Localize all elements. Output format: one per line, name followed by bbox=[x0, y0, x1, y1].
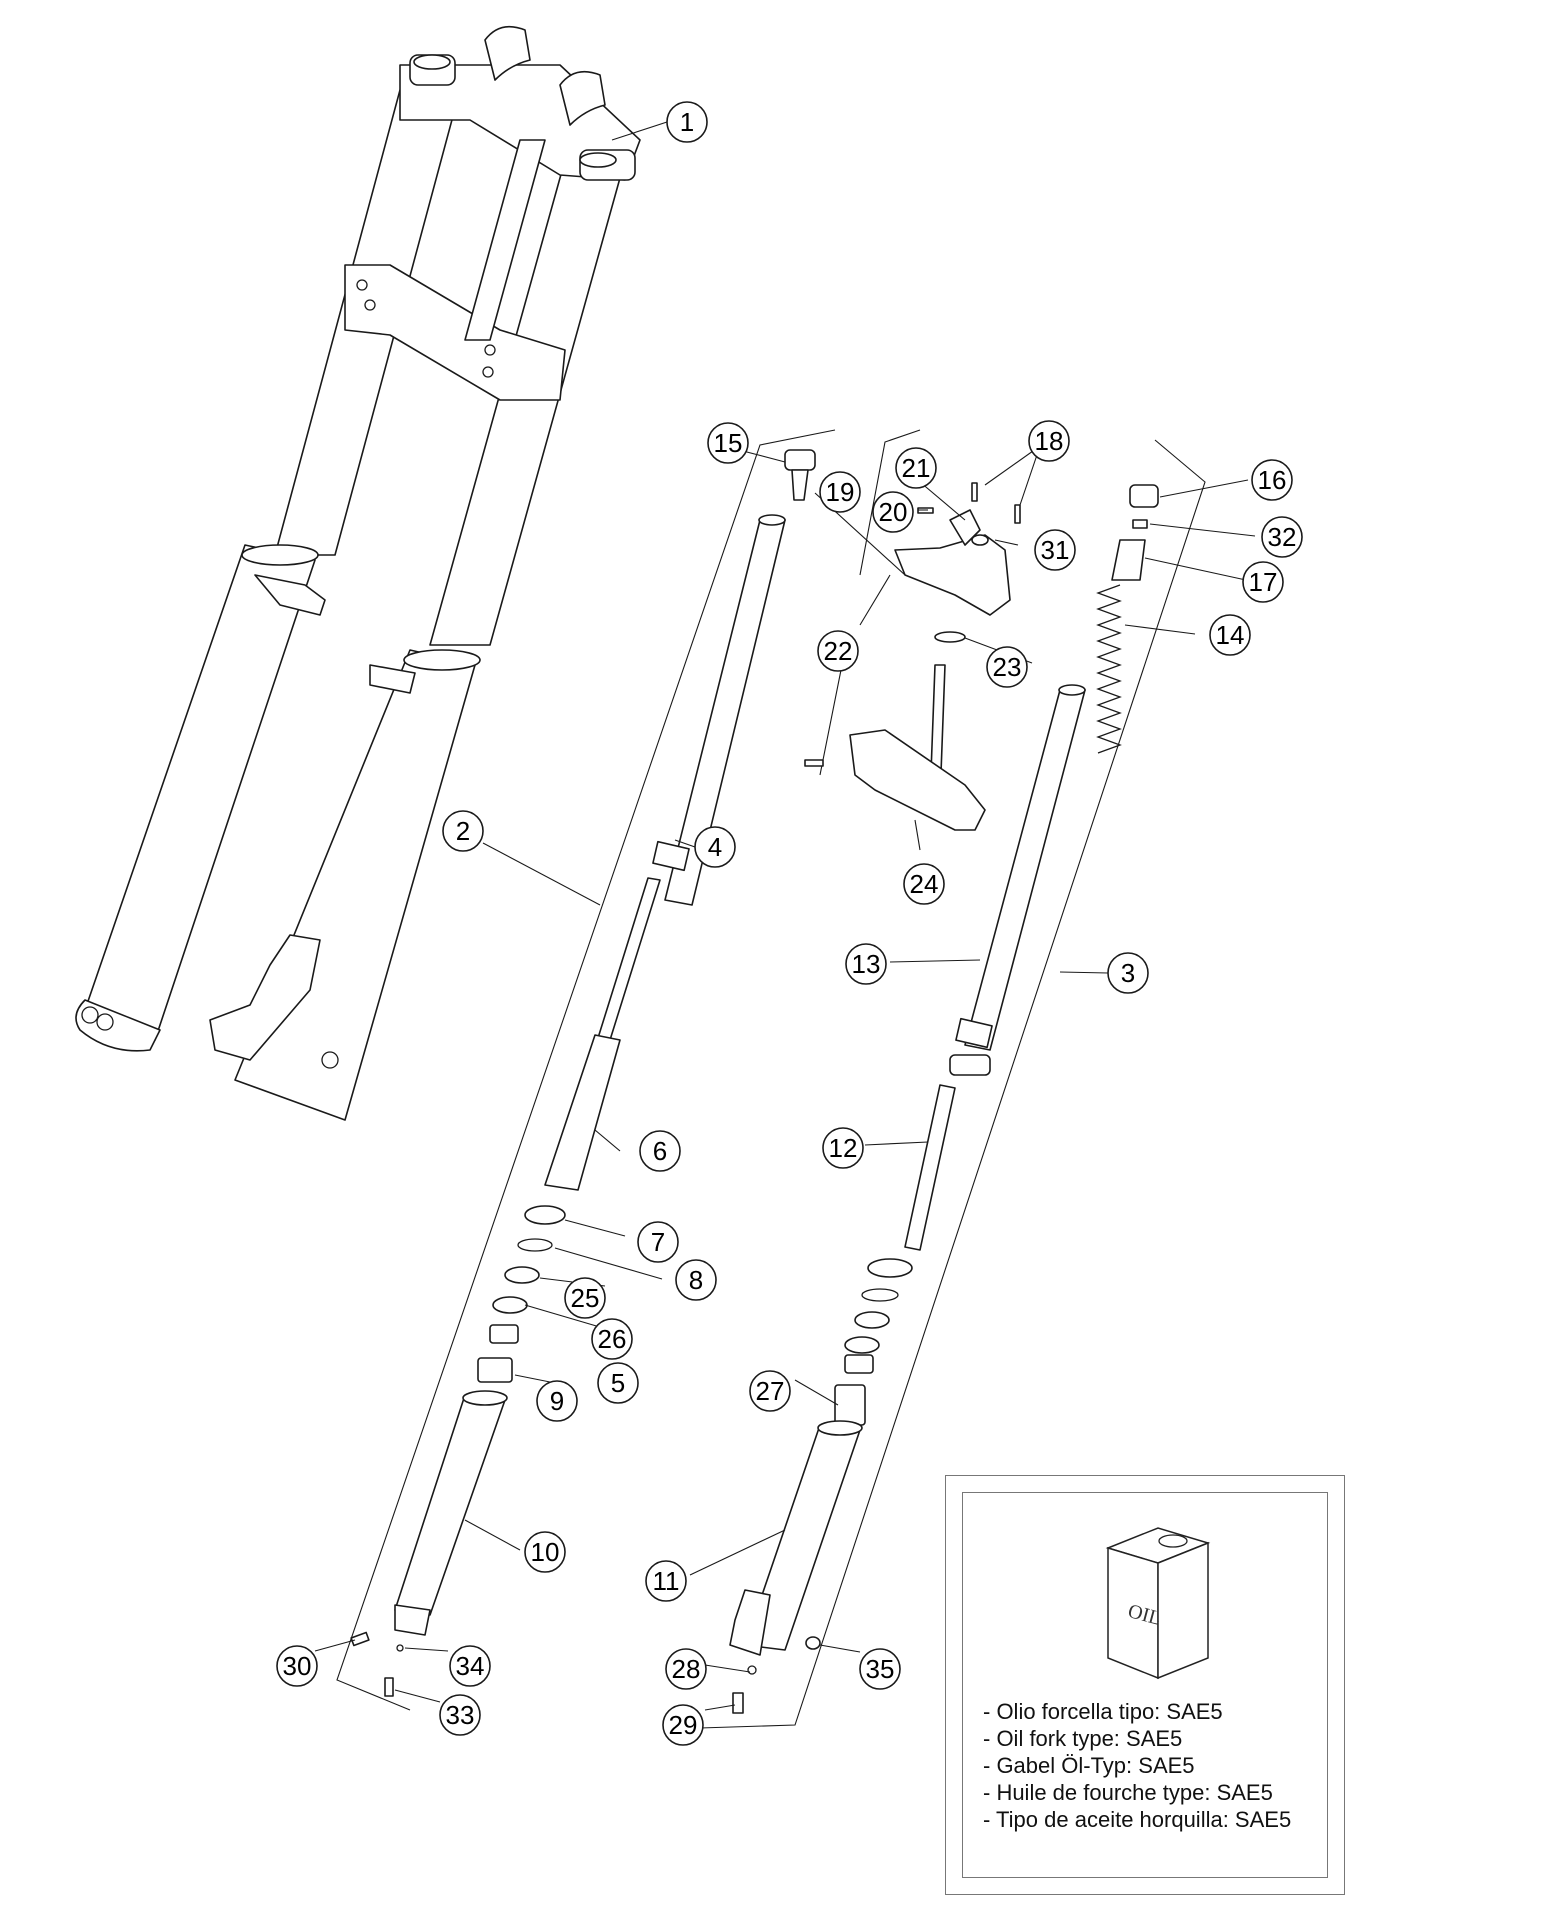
callout-21: 21 bbox=[895, 447, 937, 489]
svg-text:24: 24 bbox=[910, 869, 939, 899]
callout-19: 19 bbox=[819, 471, 861, 513]
callout-2: 2 bbox=[442, 810, 484, 852]
callout-28: 28 bbox=[665, 1648, 707, 1690]
svg-text:16: 16 bbox=[1258, 465, 1287, 495]
oil-type-line-en: - Oil fork type: SAE5 bbox=[983, 1726, 1183, 1751]
svg-text:7: 7 bbox=[651, 1227, 665, 1257]
callout-24: 24 bbox=[903, 863, 945, 905]
svg-text:2: 2 bbox=[456, 816, 470, 846]
svg-text:34: 34 bbox=[456, 1651, 485, 1681]
svg-text:27: 27 bbox=[756, 1376, 785, 1406]
callout-35: 35 bbox=[859, 1648, 901, 1690]
svg-text:33: 33 bbox=[446, 1700, 475, 1730]
svg-text:15: 15 bbox=[714, 428, 743, 458]
oil-spec-inner-frame: OIL - Olio forcella tipo: SAE5 - Oil for… bbox=[962, 1492, 1328, 1878]
svg-text:14: 14 bbox=[1216, 620, 1245, 650]
callout-12: 12 bbox=[822, 1127, 864, 1169]
svg-text:5: 5 bbox=[611, 1368, 625, 1398]
callout-34: 34 bbox=[449, 1645, 491, 1687]
callout-31: 31 bbox=[1034, 529, 1076, 571]
callout-17: 17 bbox=[1242, 561, 1284, 603]
callout-26: 26 bbox=[591, 1318, 633, 1360]
oil-type-line-fr: - Huile de fourche type: SAE5 bbox=[983, 1780, 1273, 1805]
svg-text:8: 8 bbox=[689, 1265, 703, 1295]
svg-text:3: 3 bbox=[1121, 958, 1135, 988]
callout-6: 6 bbox=[639, 1130, 681, 1172]
svg-text:10: 10 bbox=[531, 1537, 560, 1567]
callout-18: 18 bbox=[1028, 420, 1070, 462]
svg-text:32: 32 bbox=[1268, 522, 1297, 552]
callout-16: 16 bbox=[1251, 459, 1293, 501]
svg-text:17: 17 bbox=[1249, 567, 1278, 597]
svg-text:23: 23 bbox=[993, 652, 1022, 682]
callout-15: 15 bbox=[707, 422, 749, 464]
callout-13: 13 bbox=[845, 943, 887, 985]
svg-text:18: 18 bbox=[1035, 426, 1064, 456]
oil-type-line-es: - Tipo de aceite horquilla: SAE5 bbox=[983, 1807, 1292, 1832]
svg-text:6: 6 bbox=[653, 1136, 667, 1166]
callout-11: 11 bbox=[645, 1560, 687, 1602]
oil-type-line-it: - Olio forcella tipo: SAE5 bbox=[983, 1699, 1223, 1724]
oil-type-list: - Olio forcella tipo: SAE5 - Oil fork ty… bbox=[983, 1698, 1291, 1833]
svg-text:12: 12 bbox=[829, 1133, 858, 1163]
svg-text:28: 28 bbox=[672, 1654, 701, 1684]
callout-4: 4 bbox=[694, 826, 736, 868]
svg-text:22: 22 bbox=[824, 636, 853, 666]
callout-9: 9 bbox=[536, 1380, 578, 1422]
callout-1: 1 bbox=[666, 101, 708, 143]
svg-text:35: 35 bbox=[866, 1654, 895, 1684]
leader-lines bbox=[314, 121, 1256, 1711]
callout-30: 30 bbox=[276, 1645, 318, 1687]
yoke-parts bbox=[804, 429, 1021, 831]
oil-can-icon: OIL bbox=[1105, 1527, 1211, 1680]
callout-7: 7 bbox=[637, 1221, 679, 1263]
svg-text:29: 29 bbox=[669, 1710, 698, 1740]
svg-text:30: 30 bbox=[283, 1651, 312, 1681]
callout-14: 14 bbox=[1209, 614, 1251, 656]
right-leg-parts bbox=[699, 439, 1206, 1729]
svg-text:25: 25 bbox=[571, 1283, 600, 1313]
callout-29: 29 bbox=[662, 1704, 704, 1746]
svg-text:4: 4 bbox=[708, 832, 722, 862]
svg-text:31: 31 bbox=[1041, 535, 1070, 565]
svg-text:9: 9 bbox=[550, 1386, 564, 1416]
callout-22: 22 bbox=[817, 630, 859, 672]
svg-text:11: 11 bbox=[653, 1566, 680, 1596]
callout-8: 8 bbox=[675, 1259, 717, 1301]
oil-type-line-de: - Gabel Öl-Typ: SAE5 bbox=[983, 1753, 1195, 1778]
callout-33: 33 bbox=[439, 1694, 481, 1736]
svg-text:19: 19 bbox=[826, 477, 855, 507]
svg-text:26: 26 bbox=[598, 1324, 627, 1354]
assembled-fork bbox=[75, 25, 641, 1121]
callout-10: 10 bbox=[524, 1531, 566, 1573]
left-leg-parts bbox=[336, 429, 836, 1711]
callout-3: 3 bbox=[1107, 952, 1149, 994]
callout-27: 27 bbox=[749, 1370, 791, 1412]
svg-text:1: 1 bbox=[680, 107, 694, 137]
svg-text:13: 13 bbox=[852, 949, 881, 979]
oil-spec-box: OIL - Olio forcella tipo: SAE5 - Oil for… bbox=[945, 1475, 1345, 1895]
callout-20: 20 bbox=[872, 491, 914, 533]
callout-25: 25 bbox=[564, 1277, 606, 1319]
svg-text:21: 21 bbox=[902, 453, 931, 483]
callout-32: 32 bbox=[1261, 516, 1303, 558]
svg-text:20: 20 bbox=[879, 497, 908, 527]
callout-23: 23 bbox=[986, 646, 1028, 688]
callout-5: 5 bbox=[597, 1362, 639, 1404]
